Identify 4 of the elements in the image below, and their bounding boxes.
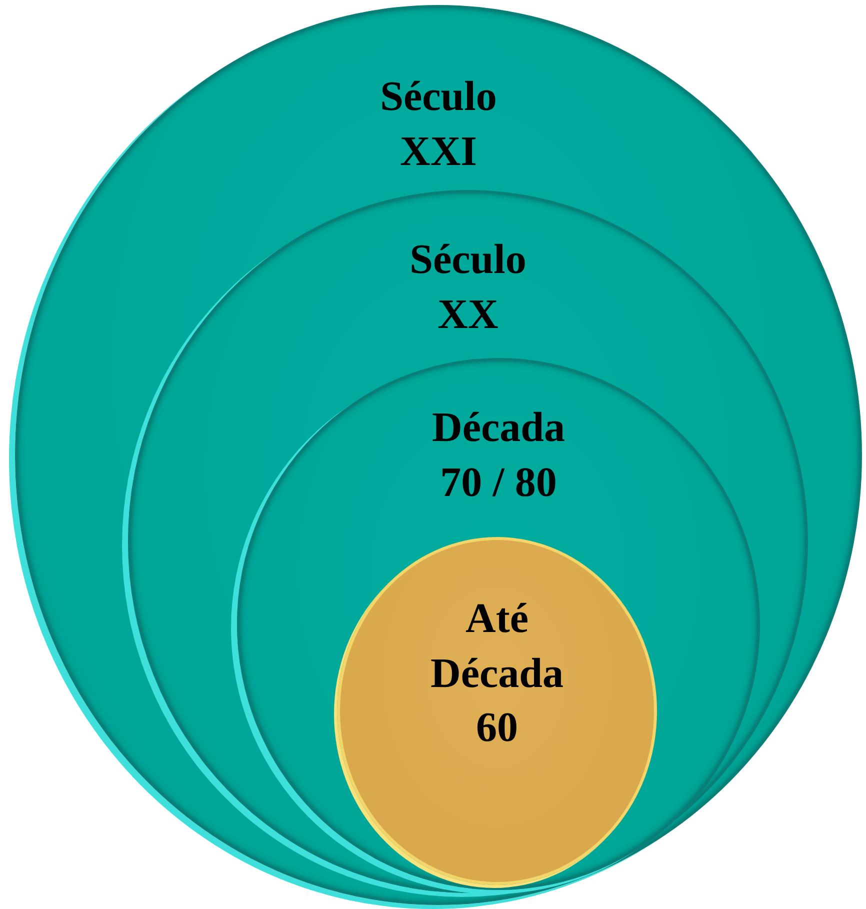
era-label: Século XXI [379, 73, 498, 177]
era-label: Século XX [408, 236, 528, 340]
era-label: Década 70 / 80 [431, 404, 566, 508]
era-label: Até Década 60 [430, 595, 564, 754]
